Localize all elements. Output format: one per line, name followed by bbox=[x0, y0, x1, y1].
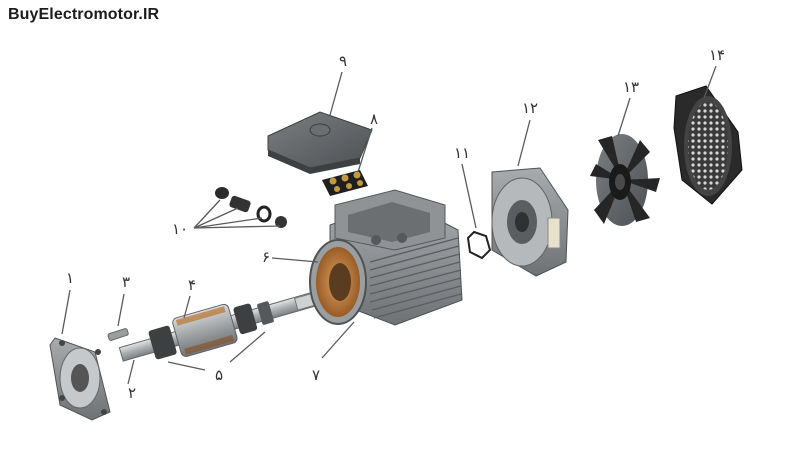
label-10: ۱۰ bbox=[172, 220, 188, 238]
stator-housing bbox=[309, 189, 463, 326]
label-11: ۱۱ bbox=[454, 144, 470, 162]
label-8: ۸ bbox=[370, 110, 378, 128]
gasket-ring bbox=[466, 230, 492, 260]
rear-end-shield bbox=[491, 167, 569, 277]
cable-gland-parts bbox=[215, 187, 287, 228]
cooling-fins bbox=[369, 237, 462, 319]
label-7: ۷ bbox=[312, 366, 320, 384]
terminal-box-cover bbox=[267, 111, 373, 174]
label-9: ۹ bbox=[339, 52, 347, 70]
label-5: ۵ bbox=[215, 366, 223, 384]
leader-lines bbox=[61, 65, 717, 385]
label-6: ۶ bbox=[262, 248, 270, 266]
shaft-key bbox=[107, 328, 129, 341]
rotor-assembly bbox=[118, 291, 317, 362]
terminal-block bbox=[322, 170, 368, 196]
label-12: ۱۲ bbox=[522, 99, 538, 117]
label-1: ۱ bbox=[66, 269, 74, 287]
brand-watermark: BuyElectromotor.IR bbox=[8, 6, 160, 23]
front-end-shield bbox=[49, 337, 111, 421]
label-14: ۱۴ bbox=[709, 46, 725, 64]
label-4: ۴ bbox=[188, 276, 196, 294]
label-3: ۳ bbox=[122, 273, 130, 291]
fan-cover bbox=[673, 85, 743, 205]
label-13: ۱۳ bbox=[623, 78, 639, 96]
label-2: ۲ bbox=[128, 384, 136, 402]
cooling-fan bbox=[590, 134, 660, 226]
